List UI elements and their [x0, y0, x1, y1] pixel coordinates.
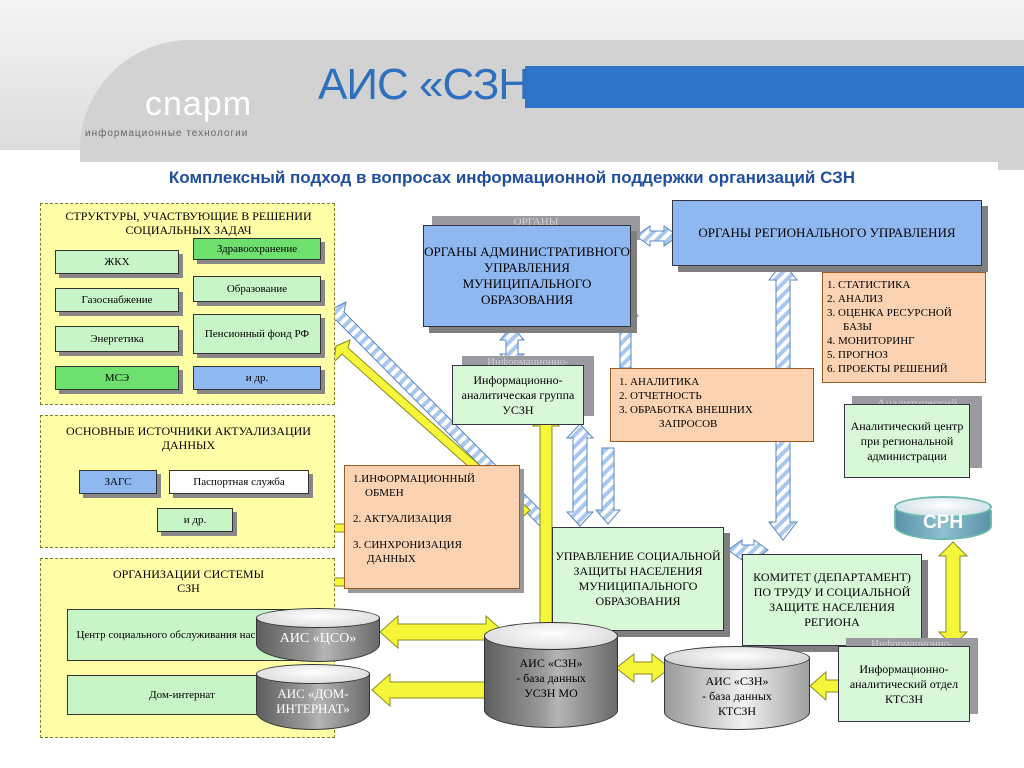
info-dept-box: Информационно-аналитический отдел КТСЗН — [838, 646, 970, 722]
structure-energy: Энергетика — [55, 326, 179, 352]
exchange-item: ДАННЫХ — [367, 553, 416, 565]
task-item: 4. МОНИТОРИНГ — [827, 335, 915, 347]
db-aic-szn-ktszn-label: АИС «СЗН» - база данных КТСЗН — [664, 674, 810, 719]
db-aic-cso-top — [256, 608, 380, 628]
db-aic-cso: АИС «ЦСО» — [256, 608, 380, 662]
exchange-item: 1.ИНФОРМАЦИОННЫЙ — [353, 473, 476, 485]
source-passport: Паспортная служба — [169, 470, 309, 494]
task-item: 5. ПРОГНОЗ — [827, 349, 888, 361]
task-item: 6. ПРОЕКТЫ РЕШЕНИЙ — [827, 363, 948, 375]
db-aic-dom-label: АИС «ДОМ-ИНТЕРНАТ» — [276, 686, 350, 716]
task-item: 2. АНАЛИЗ — [827, 293, 883, 305]
structure-housing: ЖКХ — [55, 250, 179, 274]
committee-box: КОМИТЕТ (ДЕПАРТАМЕНТ) ПО ТРУДУ И СОЦИАЛЬ… — [742, 554, 922, 646]
diagram-title: Комплексный подход в вопросах информацио… — [168, 168, 856, 187]
db-aic-szn-ktszn-body — [664, 658, 810, 730]
structure-education: Образование — [193, 276, 321, 302]
arrow-srn-dept — [937, 541, 969, 647]
app-title: АИС «СЗН — [318, 60, 530, 109]
arrow-analytics-usczn — [594, 447, 622, 525]
exchange-item: ОБМЕН — [365, 487, 404, 499]
exchange-item: 3. СИНХРОНИЗАЦИЯ — [353, 539, 462, 551]
structure-mse: МСЭ — [55, 366, 179, 390]
exchange-list: 1.ИНФОРМАЦИОННЫЙ ОБМЕН 2. АКТУАЛИЗАЦИЯ 3… — [344, 465, 520, 589]
sources-title: ОСНОВНЫЕ ИСТОЧНИКИ АКТУАЛИЗАЦИИ ДАННЫХ — [66, 424, 311, 452]
db-line: АИС «СЗН» — [705, 674, 769, 688]
db-line: АИС «СЗН» — [519, 656, 583, 670]
regional-tasks-list: 1. СТАТИСТИКА 2. АНАЛИЗ 3. ОЦЕНКА РЕСУРС… — [822, 272, 986, 383]
db-line: КТСЗН — [717, 704, 756, 718]
structure-healthcare: Здравоохранение — [193, 238, 321, 260]
regional-organs-box: ОРГАНЫ РЕГИОНАЛЬНОГО УПРАВЛЕНИЯ — [672, 200, 982, 266]
task-item: 3. ОЦЕНКА РЕСУРСНОЙ — [827, 307, 952, 319]
db-aic-szn-mo: АИС «СЗН» - база данных УСЗН МО — [484, 622, 618, 728]
structure-gas: Газоснабжение — [55, 288, 179, 312]
db-aic-szn-mo-label: АИС «СЗН» - база данных УСЗН МО — [484, 656, 618, 701]
exchange-item: 2. АКТУАЛИЗАЦИЯ — [353, 513, 452, 525]
admin-organs-box: ОРГАНЫ АДМИНИСТРАТИВНОГО УПРАВЛЕНИЯ МУНИ… — [423, 225, 631, 327]
db-aic-cso-label: АИС «ЦСО» — [279, 631, 357, 646]
analytics-list: 1. АНАЛИТИКА 2. ОТЧЕТНОСТЬ 3. ОБРАБОТКА … — [610, 368, 814, 442]
db-line: - база данных — [516, 671, 586, 685]
company-logo: cnapm — [145, 85, 253, 123]
db-line: УСЗН МО — [524, 686, 578, 700]
structures-group: СТРУКТУРЫ, УЧАСТВУЮЩИЕ В РЕШЕНИИ СОЦИАЛЬ… — [40, 203, 335, 405]
arrow-infogroup-usczn — [565, 423, 595, 527]
db-aic-szn-ktszn: АИС «СЗН» - база данных КТСЗН — [664, 646, 810, 730]
structure-pension-fund: Пенсионный фонд РФ — [193, 314, 321, 354]
analytic-center-box: Аналитический центр при региональной адм… — [844, 404, 970, 478]
structures-title: СТРУКТУРЫ, УЧАСТВУЮЩИЕ В РЕШЕНИИ СОЦИАЛЬ… — [65, 209, 312, 237]
info-group-box: Информационно-аналитическая группа УСЗН — [452, 365, 584, 425]
source-other: и др. — [157, 508, 233, 532]
source-zags: ЗАГС — [79, 470, 157, 494]
analytics-item: 1. АНАЛИТИКА — [619, 376, 700, 388]
company-logo-subtitle: информационные технологии — [85, 128, 249, 139]
analytics-item: 3. ОБРАБОТКА ВНЕШНИХ — [619, 404, 753, 416]
db-aic-dom: АИС «ДОМ-ИНТЕРНАТ» — [256, 664, 370, 730]
db-aic-szn-mo-top — [484, 622, 618, 650]
usczn-box: УПРАВЛЕНИЕ СОЦИАЛЬНОЙ ЗАЩИТЫ НАСЕЛЕНИЯ М… — [552, 527, 724, 631]
structure-other: и др. — [193, 366, 321, 390]
header-accent-bar — [525, 66, 1024, 108]
task-item: 1. СТАТИСТИКА — [827, 279, 911, 291]
analytics-item: ЗАПРОСОВ — [659, 418, 718, 430]
srn-label: СРН — [922, 512, 964, 533]
organizations-title: ОРГАНИЗАЦИИ СИСТЕМЫ СЗН — [112, 567, 265, 595]
sources-group: ОСНОВНЫЕ ИСТОЧНИКИ АКТУАЛИЗАЦИИ ДАННЫХ З… — [40, 415, 335, 548]
db-aic-szn-ktszn-top — [664, 646, 810, 670]
srn-cylinder-top — [894, 496, 992, 518]
analytics-item: 2. ОТЧЕТНОСТЬ — [619, 390, 702, 402]
db-aic-szn-mo-body — [484, 636, 618, 728]
task-item: БАЗЫ — [843, 321, 872, 333]
db-line: - база данных — [702, 689, 772, 703]
db-aic-dom-top — [256, 664, 370, 684]
arrow-db-ktszn — [615, 652, 671, 684]
